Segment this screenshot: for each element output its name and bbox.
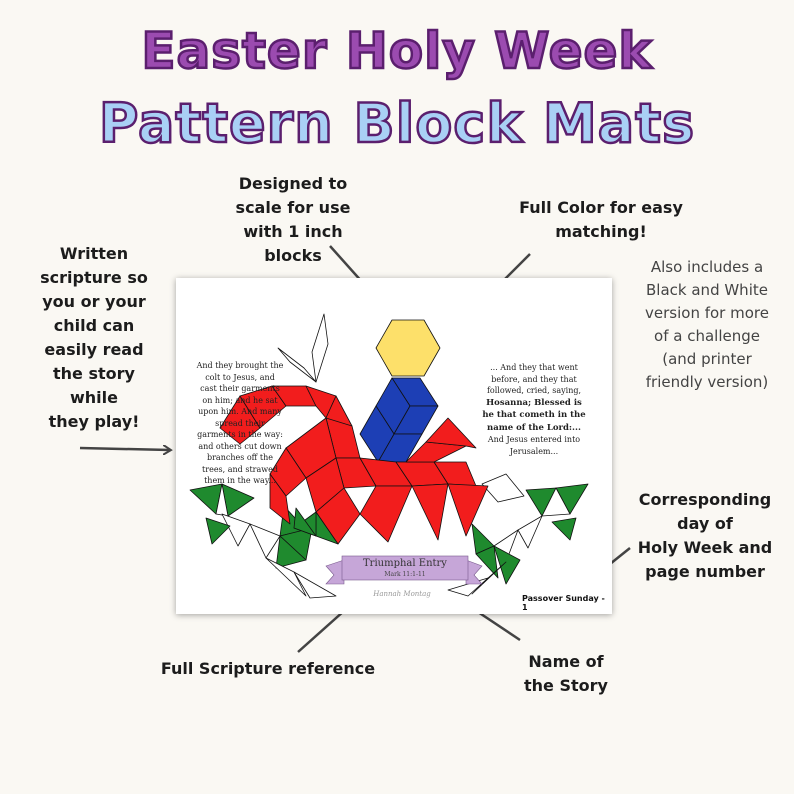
scripture-right: ... And they that went before, and they … bbox=[482, 362, 586, 457]
scripture-left: And they brought the colt to Jesus, and … bbox=[196, 361, 284, 485]
callout-scripture: Written scripture so you or your child c… bbox=[40, 244, 148, 431]
mat-artwork bbox=[189, 313, 589, 599]
scripture-right-part-1: ... And they that went before, and they … bbox=[486, 363, 582, 395]
red-trapezoid-leg-3 bbox=[411, 483, 449, 541]
green-triangle-3 bbox=[293, 507, 317, 537]
arrow-scripture bbox=[79, 448, 170, 450]
callout-reference: Full Scripture reference bbox=[160, 659, 376, 678]
callout-story-name: Name of the Story bbox=[524, 652, 608, 695]
white-rhombus-2 bbox=[311, 313, 329, 383]
callout-black-white: Also includes a Black and White version … bbox=[645, 258, 769, 391]
callout-color: Full Color for easy matching! bbox=[519, 198, 683, 241]
red-trapezoid-leg-2 bbox=[359, 485, 413, 543]
red-trapezoid-body-9 bbox=[425, 417, 477, 449]
title-line-1: Easter Holy Week bbox=[140, 21, 653, 82]
hexagon bbox=[375, 319, 441, 377]
callout-day: Corresponding day of Holy Week and page … bbox=[637, 490, 773, 581]
red-trapezoid-leg-6 bbox=[269, 473, 291, 525]
scripture-right-bold: Hosanna; Blessed is he that cometh in th… bbox=[482, 397, 586, 433]
callout-scale: Designed to scale for use with 1 inch bl… bbox=[235, 174, 351, 265]
pattern-block-mat: And they brought the colt to Jesus, and … bbox=[176, 278, 612, 614]
day-label: Passover Sunday - 1 bbox=[522, 594, 605, 612]
signature-logo: Hannah Montag bbox=[373, 590, 431, 598]
scripture-right-part-2: And Jesus entered into Jerusalem... bbox=[487, 435, 581, 456]
ribbon-reference: Mark 11:1-11 bbox=[384, 571, 426, 578]
ribbon-title: Triumphal Entry bbox=[363, 558, 447, 569]
title-line-2: Pattern Block Mats bbox=[98, 91, 696, 157]
story-ribbon bbox=[325, 555, 483, 585]
red-trapezoid-leg-4 bbox=[447, 483, 489, 537]
white-rhombus-3 bbox=[481, 473, 525, 503]
